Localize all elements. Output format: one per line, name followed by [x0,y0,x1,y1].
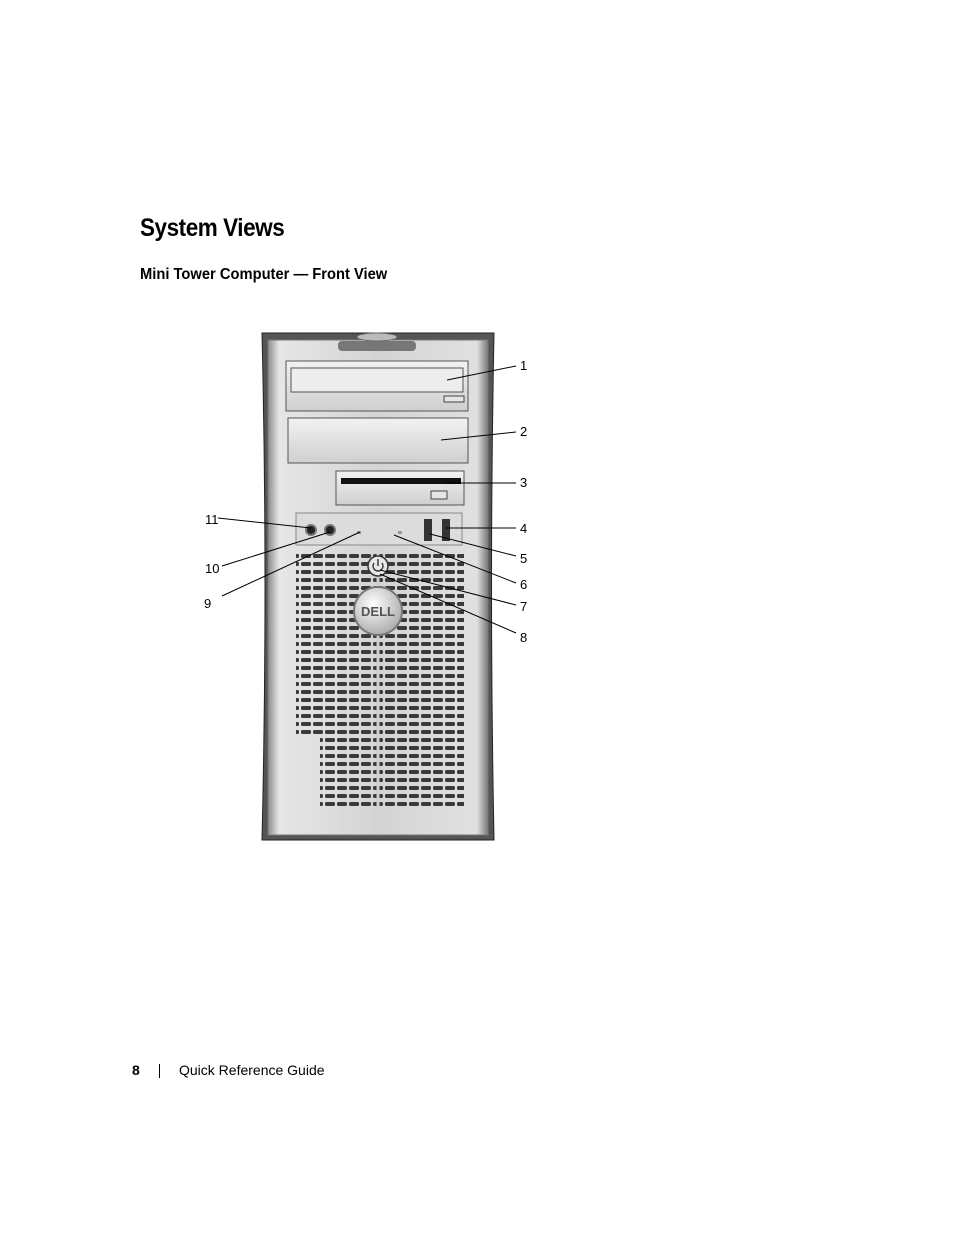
callout-3: 3 [520,475,527,490]
optical-drive-eject-button [443,395,465,403]
front-vent-lower [320,735,464,807]
io-panel [295,512,463,546]
top-release-button [356,332,398,342]
floppy-drive-slot [341,478,461,484]
page-number: 8 [132,1062,140,1078]
callout-7: 7 [520,599,527,614]
microphone-connector [305,524,317,536]
usb-connector-1 [424,519,432,541]
front-vent-upper [296,553,464,735]
floppy-drive-bay [335,470,465,506]
callout-10: 10 [205,561,219,576]
callout-leader-lines [217,365,517,634]
callout-1: 1 [520,358,527,373]
page-title: System Views [140,214,285,242]
floppy-eject-button [430,490,448,500]
callout-6: 6 [520,577,527,592]
callout-4: 4 [520,521,527,536]
usb-connector-2 [442,519,450,541]
callout-5: 5 [520,551,527,566]
top-handle [338,341,416,351]
callout-11: 11 [205,512,219,527]
power-icon [372,562,384,572]
optical-drive-tray [290,367,464,393]
diagnostic-lights [398,531,402,534]
optical-drive-bay-2 [287,417,469,464]
footer-separator [159,1064,160,1078]
dell-badge [353,586,403,636]
callout-8: 8 [520,630,527,645]
dell-logo-text: DELL [361,604,395,619]
section-subtitle: Mini Tower Computer — Front View [140,266,388,283]
footer-guide-title: Quick Reference Guide [179,1062,325,1078]
callout-9: 9 [204,596,211,611]
callout-2: 2 [520,424,527,439]
